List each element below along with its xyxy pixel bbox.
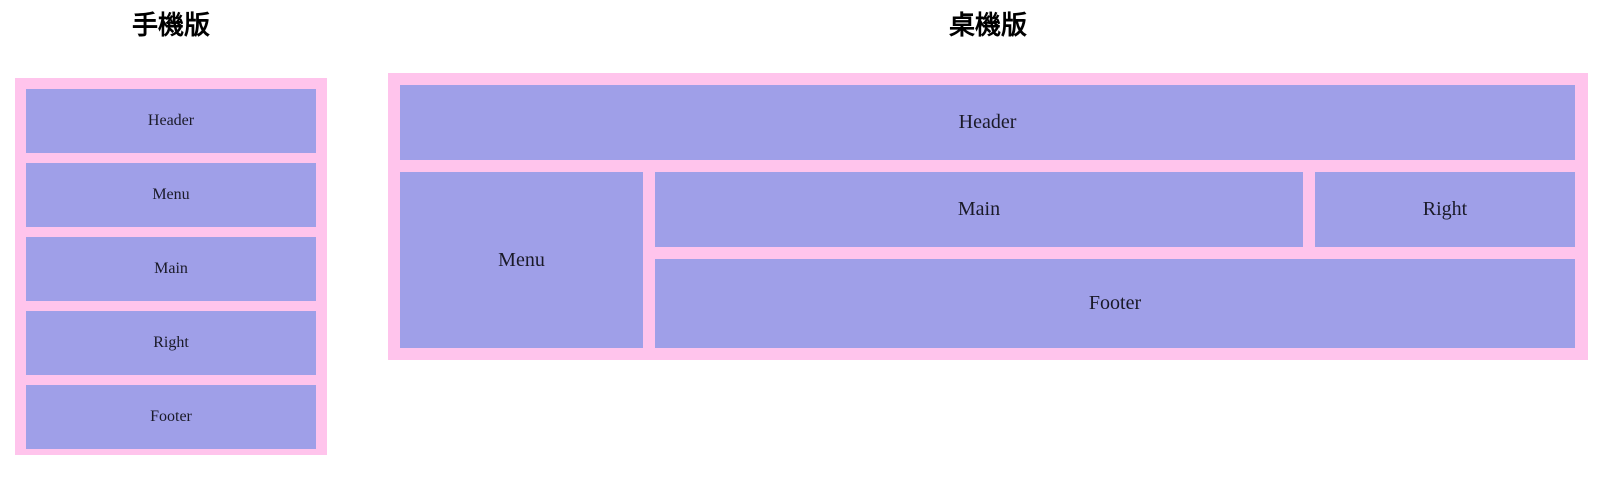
desktop-block-menu: Menu xyxy=(400,172,643,348)
mobile-layout-title: 手機版 xyxy=(131,11,210,41)
desktop-layout-title: 桌機版 xyxy=(948,11,1027,41)
mobile-block-menu: Menu xyxy=(26,163,316,227)
mobile-block-footer: Footer xyxy=(26,385,316,449)
desktop-block-header: Header xyxy=(400,85,1575,160)
desktop-block-footer: Footer xyxy=(655,259,1575,348)
desktop-block-main: Main xyxy=(655,172,1303,247)
desktop-layout-container: Header Menu Main Right Footer xyxy=(388,73,1588,360)
mobile-block-right: Right xyxy=(26,311,316,375)
desktop-block-right: Right xyxy=(1315,172,1575,247)
mobile-block-header: Header xyxy=(26,89,316,153)
mobile-layout-container: Header Menu Main Right Footer xyxy=(15,78,327,455)
mobile-block-main: Main xyxy=(26,237,316,301)
